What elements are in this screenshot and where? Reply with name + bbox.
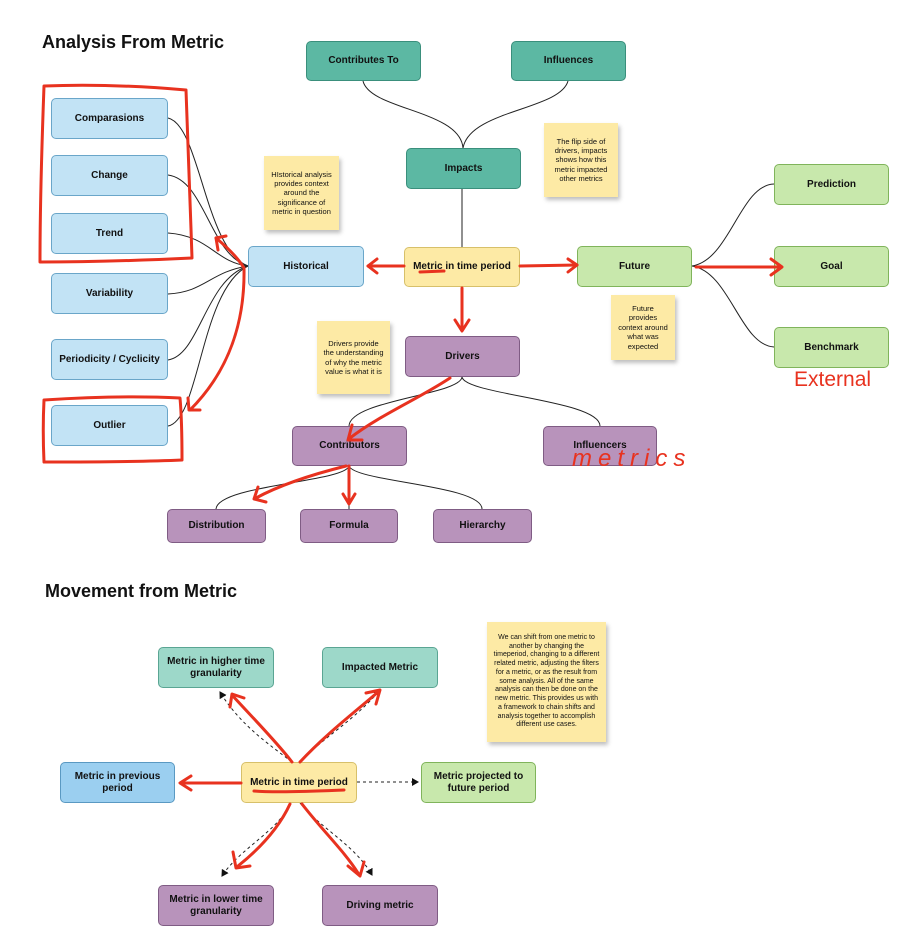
- node-influencers[interactable]: Influencers: [543, 426, 657, 466]
- node-metric-projected-future[interactable]: Metric projected to future period: [421, 762, 536, 803]
- sticky-note-impacts: The flip side of drivers, impacts shows …: [544, 123, 618, 197]
- red-underline-movement-metric: [252, 788, 346, 794]
- line-drivers-influencers: [461, 376, 601, 427]
- red-line-to-distribution: [254, 464, 348, 500]
- node-metric-higher-granularity[interactable]: Metric in higher time granularity: [158, 647, 274, 688]
- line-future-benchmark: [691, 265, 775, 348]
- line-contrib-hierarchy: [348, 465, 483, 510]
- annotation-external: External: [794, 368, 872, 391]
- dash-to-lower: [221, 802, 291, 877]
- red-arrowhead-contributors: [346, 423, 364, 442]
- node-distribution[interactable]: Distribution: [167, 509, 266, 543]
- annotation-metrics: metrics: [572, 445, 692, 472]
- line-influences-impacts: [462, 80, 569, 149]
- node-drivers[interactable]: Drivers: [405, 336, 520, 377]
- red-arrowhead-lower: [231, 850, 252, 870]
- sticky-note-future: Future provides context around what was …: [611, 295, 675, 360]
- sticky-note-movement: We can shift from one metric to another …: [487, 622, 606, 742]
- sticky-note-historical: HIstorical analysis provides context aro…: [264, 156, 339, 230]
- red-box-top-group: [38, 83, 194, 264]
- node-outlier[interactable]: Outlier: [51, 405, 168, 446]
- node-comparasions[interactable]: Comparasions: [51, 98, 168, 139]
- node-periodicity-cyclicity[interactable]: Periodicity / Cyclicity: [51, 339, 168, 380]
- red-line-metric-future: [518, 263, 579, 268]
- node-impacted-metric[interactable]: Impacted Metric: [322, 647, 438, 688]
- node-impacts[interactable]: Impacts: [406, 148, 521, 189]
- node-metric-lower-granularity[interactable]: Metric in lower time granularity: [158, 885, 274, 926]
- node-historical[interactable]: Historical: [248, 246, 364, 287]
- red-arrowhead-goal: [769, 257, 784, 277]
- red-line-to-group: [214, 236, 246, 270]
- red-arrowhead-distribution: [252, 485, 268, 504]
- red-arrowhead-driving: [346, 860, 366, 878]
- line-hist-variability: [167, 265, 249, 295]
- node-formula[interactable]: Formula: [300, 509, 398, 543]
- red-line-drivers-contributors: [348, 376, 452, 440]
- node-change[interactable]: Change: [51, 155, 168, 196]
- node-contributes-to[interactable]: Contributes To: [306, 41, 421, 81]
- dash-to-driving: [299, 802, 373, 876]
- red-arrowhead-future: [566, 257, 579, 274]
- line-hist-periodicity: [167, 265, 249, 361]
- analysis-section-title: Analysis From Metric: [42, 32, 225, 52]
- red-arrowhead-higher: [228, 692, 246, 709]
- node-prediction[interactable]: Prediction: [774, 164, 889, 205]
- node-variability[interactable]: Variability: [51, 273, 168, 314]
- movement-section-title: Movement from Metric: [45, 581, 238, 601]
- sticky-note-drivers: Drivers provide the understanding of why…: [317, 321, 390, 394]
- red-arrowhead-drivers: [453, 318, 471, 333]
- red-line-to-driving: [300, 802, 360, 875]
- red-line-to-outlier: [188, 266, 246, 412]
- node-influences[interactable]: Influences: [511, 41, 626, 81]
- line-hist-outlier: [167, 265, 249, 427]
- node-hierarchy[interactable]: Hierarchy: [433, 509, 532, 543]
- node-metric-in-time-period[interactable]: Metric in time period: [404, 247, 520, 287]
- red-arrowhead-impacted: [364, 688, 382, 706]
- node-metric-previous-period[interactable]: Metric in previous period: [60, 762, 175, 803]
- node-driving-metric[interactable]: Driving metric: [322, 885, 438, 926]
- line-hist-trend: [167, 232, 249, 267]
- line-drivers-contributors: [348, 376, 463, 427]
- red-arrowhead-previous: [178, 774, 193, 792]
- node-future[interactable]: Future: [577, 246, 692, 287]
- node-trend[interactable]: Trend: [51, 213, 168, 254]
- dash-to-impacted: [299, 689, 381, 763]
- red-line-to-higher: [230, 693, 294, 764]
- red-line-to-lower: [236, 802, 292, 868]
- red-arrowhead-group: [214, 234, 228, 252]
- red-underline-metric: [418, 269, 446, 274]
- red-arrowhead-outlier: [186, 396, 202, 412]
- line-future-prediction: [691, 183, 775, 267]
- line-contributes-impacts: [362, 80, 464, 149]
- red-arrowhead-historical: [366, 257, 379, 275]
- red-arrowhead-formula: [341, 492, 357, 506]
- red-line-to-impacted: [298, 690, 380, 764]
- red-box-outlier: [41, 395, 184, 464]
- node-benchmark[interactable]: Benchmark: [774, 327, 889, 368]
